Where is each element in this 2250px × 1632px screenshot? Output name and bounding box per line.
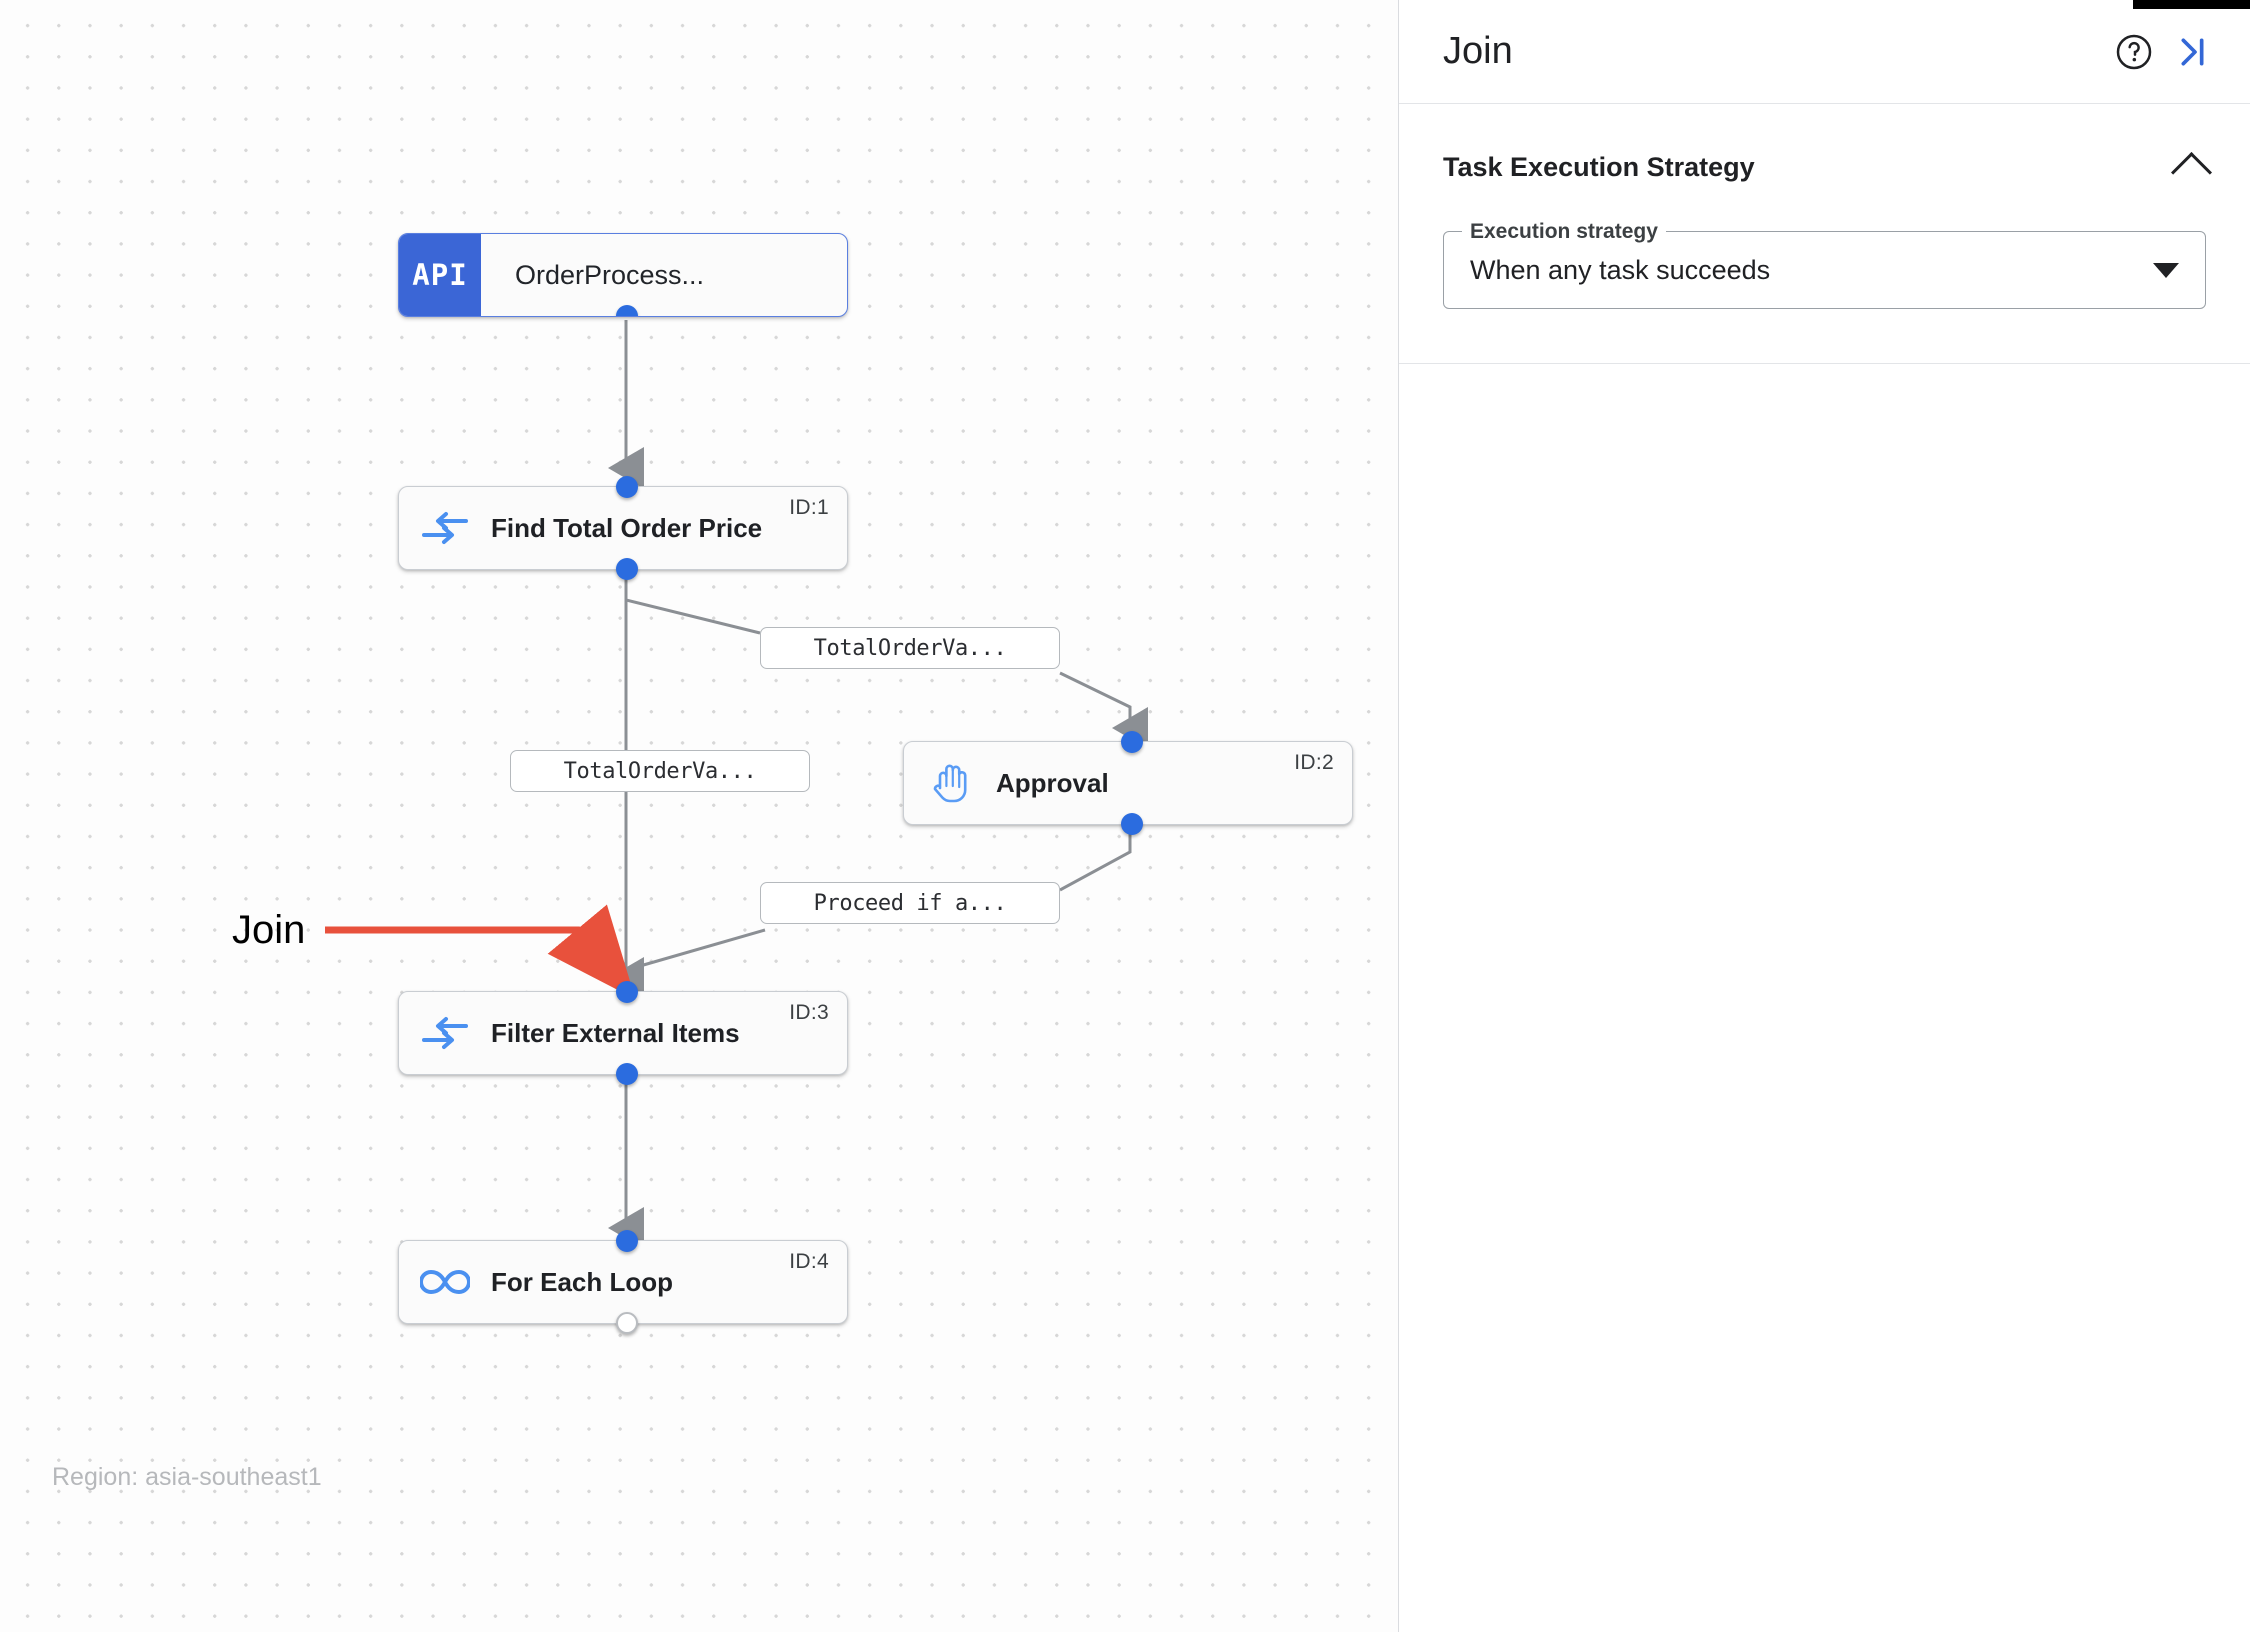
infinity-icon: [399, 1268, 491, 1296]
output-port[interactable]: [616, 305, 638, 316]
region-label: Region: asia-southeast1: [52, 1463, 322, 1491]
node-id-label: ID:1: [789, 496, 829, 519]
workflow-canvas[interactable]: API OrderProcess... Find Total Order Pri…: [0, 0, 1398, 1632]
node-approval[interactable]: Approval ID:2: [903, 731, 1353, 835]
output-port[interactable]: [1121, 813, 1143, 835]
data-mapping-icon: [399, 511, 491, 545]
node-title: For Each Loop: [491, 1266, 673, 1297]
edge-label-chip[interactable]: Proceed if a...: [760, 882, 1060, 924]
node-id-label: ID:4: [789, 1250, 829, 1273]
section-title: Task Execution Strategy: [1443, 152, 1755, 182]
collapse-panel-icon[interactable]: [2162, 24, 2218, 80]
node-title: Filter External Items: [491, 1017, 740, 1048]
chevron-up-icon[interactable]: [2170, 151, 2213, 194]
corner-strip: [2133, 0, 2250, 9]
section-header[interactable]: Task Execution Strategy: [1443, 148, 2213, 194]
panel-title: Join: [1443, 30, 1513, 72]
output-port[interactable]: [616, 558, 638, 580]
node-trigger-orderprocess[interactable]: API OrderProcess...: [398, 233, 848, 317]
raised-hand-icon: [904, 762, 996, 804]
input-port[interactable]: [616, 1230, 638, 1252]
node-filter-external-items[interactable]: Filter External Items ID:3: [398, 981, 848, 1085]
input-port[interactable]: [616, 981, 638, 1003]
properties-panel: Join Task Execution Strategy: [1398, 0, 2250, 1632]
chevron-down-icon[interactable]: [2153, 262, 2179, 278]
edge-label-chip[interactable]: TotalOrderVa...: [760, 627, 1060, 669]
output-port[interactable]: [616, 1063, 638, 1085]
input-port[interactable]: [616, 476, 638, 498]
loop-output-port[interactable]: [616, 1312, 638, 1334]
node-for-each-loop[interactable]: For Each Loop ID:4: [398, 1230, 848, 1334]
node-id-label: ID:3: [789, 1001, 829, 1024]
task-execution-strategy-section: Task Execution Strategy Execution strate…: [1399, 104, 2250, 364]
input-port[interactable]: [1121, 731, 1143, 753]
panel-header: Join: [1399, 0, 2250, 104]
help-circle-icon[interactable]: [2106, 24, 2162, 80]
execution-strategy-label: Execution strategy: [1462, 219, 1666, 245]
execution-strategy-select[interactable]: Execution strategy When any task succeed…: [1443, 219, 2206, 309]
node-title: OrderProcess...: [515, 259, 705, 290]
node-id-label: ID:2: [1294, 751, 1334, 774]
edge-label-chip[interactable]: TotalOrderVa...: [510, 750, 810, 792]
api-badge: API: [399, 234, 481, 316]
node-title: Find Total Order Price: [491, 512, 763, 543]
annotation-label-join: Join: [232, 908, 306, 952]
data-mapping-icon: [399, 1016, 491, 1050]
node-title: Approval: [996, 767, 1109, 798]
node-find-total-order-price[interactable]: Find Total Order Price ID:1: [398, 476, 848, 580]
execution-strategy-value: When any task succeeds: [1470, 254, 1771, 285]
